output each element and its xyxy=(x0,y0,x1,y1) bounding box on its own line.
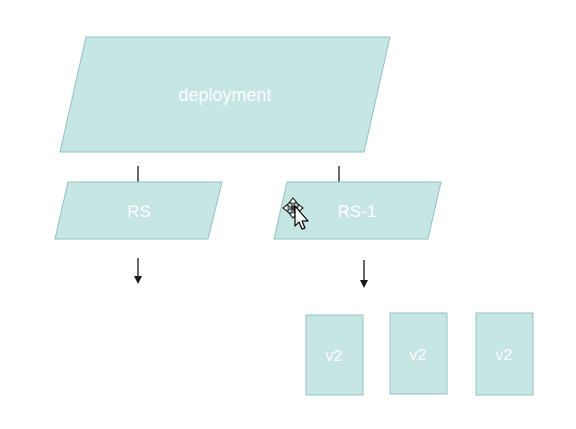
rs1-label: RS-1 xyxy=(338,202,377,221)
rs-shape xyxy=(54,181,223,240)
pod-1-label: v2 xyxy=(326,348,343,365)
deployment-shape xyxy=(59,36,391,153)
pod-2-label: v2 xyxy=(410,347,427,364)
rs-node[interactable]: RS xyxy=(54,181,223,240)
move-cursor-icon xyxy=(282,197,309,230)
pod-1[interactable]: v2 xyxy=(305,314,364,396)
deployment-label: deployment xyxy=(178,85,271,105)
deployment-node[interactable]: deployment xyxy=(59,36,391,153)
pod-3-shape xyxy=(475,312,534,396)
pod-3[interactable]: v2 xyxy=(475,312,534,396)
pod-2[interactable]: v2 xyxy=(389,312,448,395)
pod-3-label: v2 xyxy=(496,347,513,364)
pod-1-shape xyxy=(305,314,364,396)
rs1-shape xyxy=(273,181,442,240)
pod-2-shape xyxy=(389,312,448,395)
rs-label: RS xyxy=(127,202,151,221)
rs1-node[interactable]: RS-1 xyxy=(273,181,442,240)
